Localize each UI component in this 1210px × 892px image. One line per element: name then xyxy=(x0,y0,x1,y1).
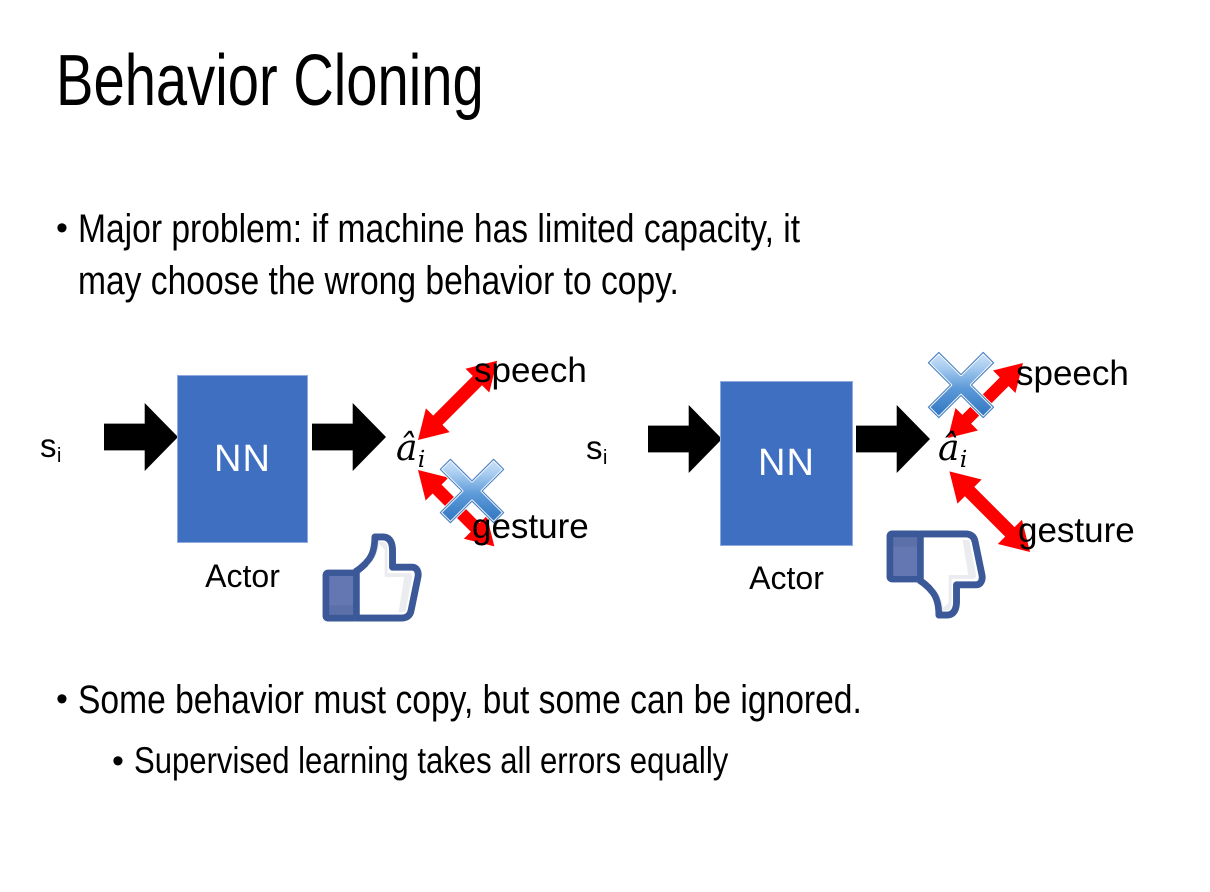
input-arrow-right xyxy=(648,404,722,474)
output-symbol-left-base: â xyxy=(396,428,418,469)
thumbs-down-icon xyxy=(890,534,982,615)
input-label-left-sub: i xyxy=(56,444,62,468)
input-arrow-left xyxy=(104,402,178,472)
input-label-right-text: s xyxy=(586,429,603,466)
page-title: Behavior Cloning xyxy=(56,41,484,121)
input-label-left-text: s xyxy=(40,427,57,464)
thumbs-up-icon xyxy=(326,537,418,618)
bullet-marker-icon: • xyxy=(56,209,68,247)
nn-box-left-label: NN xyxy=(214,437,271,480)
input-label-right: si xyxy=(586,430,607,471)
input-label-left: si xyxy=(40,428,61,469)
nn-box-left: NN xyxy=(177,375,308,543)
actor-caption-left: Actor xyxy=(205,558,280,594)
bullet-text: Supervised learning takes all errors equ… xyxy=(133,740,729,781)
bullet-text: Major problem: if machine has limited ca… xyxy=(77,207,800,303)
output-symbol-right: âi xyxy=(938,428,968,474)
output-symbol-right-base: â xyxy=(938,428,960,469)
nn-box-right: NN xyxy=(720,381,853,546)
output-symbol-left: âi xyxy=(396,428,426,474)
bullet-marker-icon: • xyxy=(112,742,124,780)
bullet-item-some-behavior: • Some behavior must copy, but some can … xyxy=(56,674,1176,726)
output-symbol-right-sub: i xyxy=(959,445,968,474)
branch-label-gesture-right: gesture xyxy=(1018,511,1135,550)
bullet-text: Some behavior must copy, but some can be… xyxy=(77,678,862,722)
bullet-marker-icon: • xyxy=(56,680,68,718)
branch-label-speech-right: speech xyxy=(1016,354,1129,393)
cross-out-icon-speech-right xyxy=(926,350,996,420)
output-arrow-left xyxy=(312,402,386,472)
bullet-item-supervised-learning: • Supervised learning takes all errors e… xyxy=(112,736,1182,786)
output-arrow-right xyxy=(856,404,930,474)
input-label-right-sub: i xyxy=(602,446,608,470)
actor-caption-right: Actor xyxy=(749,560,824,596)
bullet-item-major-problem: • Major problem: if machine has limited … xyxy=(56,203,1176,307)
nn-box-right-label: NN xyxy=(758,442,815,484)
output-symbol-left-sub: i xyxy=(417,445,426,474)
branch-label-speech-left: speech xyxy=(474,351,587,390)
branch-label-gesture-left: gesture xyxy=(472,507,589,546)
